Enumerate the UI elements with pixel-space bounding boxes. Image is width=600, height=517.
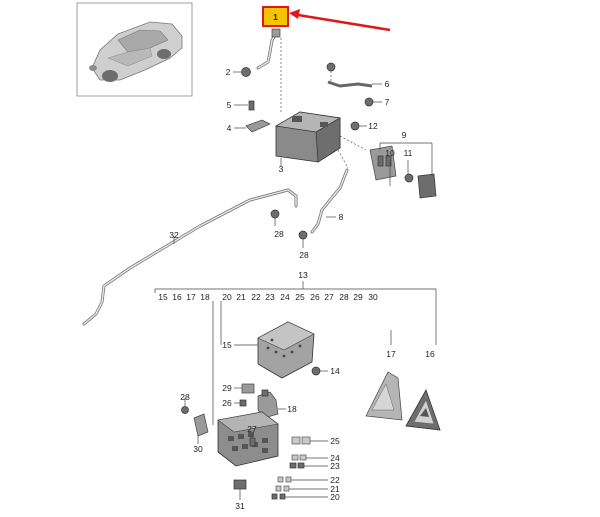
battery-cable-8 xyxy=(310,168,349,234)
group-number-row: 15 16 17 18 20 21 22 23 24 25 26 27 28 2… xyxy=(158,292,378,302)
group-number: 16 xyxy=(172,292,182,302)
bracket-4 xyxy=(234,119,271,133)
control-module-15 xyxy=(234,321,315,379)
battery-cable-1 xyxy=(256,28,281,70)
callout-label-2: 2 xyxy=(226,67,231,77)
fuse-carrier-9 xyxy=(369,142,437,199)
callout-label-30: 30 xyxy=(193,444,203,454)
nut-14 xyxy=(311,366,328,376)
group-number: 15 xyxy=(158,292,168,302)
group-number: 17 xyxy=(186,292,196,302)
fuse-box-main xyxy=(217,411,279,467)
group-number: 26 xyxy=(310,292,320,302)
callout-label-14: 14 xyxy=(330,366,340,376)
callout-label-28-middle: 28 xyxy=(299,250,309,260)
nut-28-lower xyxy=(181,398,189,414)
callout-labels: 2 3 4 5 6 7 8 9 10 11 12 13 14 15 16 17 … xyxy=(169,67,435,511)
callout-label-1: 1 xyxy=(273,12,278,22)
label-16 xyxy=(405,389,441,431)
callout-label-6: 6 xyxy=(385,79,390,89)
callout-label-10: 10 xyxy=(385,148,395,158)
callout-label-9: 9 xyxy=(402,130,407,140)
callout-label-23: 23 xyxy=(330,461,340,471)
group-bracket-13 xyxy=(154,281,437,425)
screw-5 xyxy=(234,100,255,111)
nut-7 xyxy=(364,97,382,107)
bracket-30 xyxy=(193,413,209,444)
callout-label-27: 27 xyxy=(247,424,257,434)
group-number: 30 xyxy=(368,292,378,302)
callout-label-13: 13 xyxy=(298,270,308,280)
callout-label-8: 8 xyxy=(339,212,344,222)
callout-1-highlight[interactable]: 1 xyxy=(262,6,289,27)
callout-label-20: 20 xyxy=(330,492,340,502)
callout-label-24: 24 xyxy=(330,453,340,463)
relay-29 xyxy=(234,383,255,394)
nut-2 xyxy=(233,67,251,77)
battery-3 xyxy=(274,111,342,166)
callout-label-21: 21 xyxy=(330,484,340,494)
callout-label-15: 15 xyxy=(222,340,232,350)
callout-label-5: 5 xyxy=(227,100,232,110)
callout-label-11: 11 xyxy=(404,148,413,158)
group-number: 21 xyxy=(236,292,246,302)
group-number: 20 xyxy=(222,292,232,302)
label-17 xyxy=(365,371,403,421)
car-thumbnail xyxy=(76,2,193,97)
callout-label-28-lower: 28 xyxy=(180,392,190,402)
fuse-27 xyxy=(249,434,256,447)
bracket-6 xyxy=(326,62,382,88)
callout-label-18: 18 xyxy=(287,404,297,414)
group-number: 27 xyxy=(324,292,334,302)
callout-label-4: 4 xyxy=(227,123,232,133)
callout-label-22: 22 xyxy=(330,475,340,485)
group-number: 28 xyxy=(339,292,349,302)
callout-label-3: 3 xyxy=(279,164,284,174)
callout-label-28-upper: 28 xyxy=(274,229,284,239)
clip-26 xyxy=(234,399,247,407)
nut-12 xyxy=(350,121,367,131)
group-number: 24 xyxy=(280,292,290,302)
nut-28-upper xyxy=(270,209,280,226)
callout-label-26: 26 xyxy=(222,398,232,408)
callout-label-16: 16 xyxy=(425,349,435,359)
battery-cable-32 xyxy=(82,188,298,326)
group-number: 23 xyxy=(265,292,275,302)
group-number: 22 xyxy=(251,292,261,302)
group-number: 18 xyxy=(200,292,210,302)
group-number: 25 xyxy=(295,292,305,302)
callout-label-31: 31 xyxy=(235,501,245,511)
callout-label-25: 25 xyxy=(330,436,340,446)
callout-label-12: 12 xyxy=(368,121,378,131)
group-number: 29 xyxy=(353,292,363,302)
connector-31 xyxy=(233,479,247,500)
callout-label-17: 17 xyxy=(386,349,396,359)
fuse-set xyxy=(271,436,328,500)
red-arrow xyxy=(289,9,391,32)
holder-18 xyxy=(257,389,286,419)
callout-label-7: 7 xyxy=(385,97,390,107)
callout-label-32: 32 xyxy=(169,230,179,240)
nut-28-middle xyxy=(298,230,308,248)
callout-label-29: 29 xyxy=(222,383,232,393)
